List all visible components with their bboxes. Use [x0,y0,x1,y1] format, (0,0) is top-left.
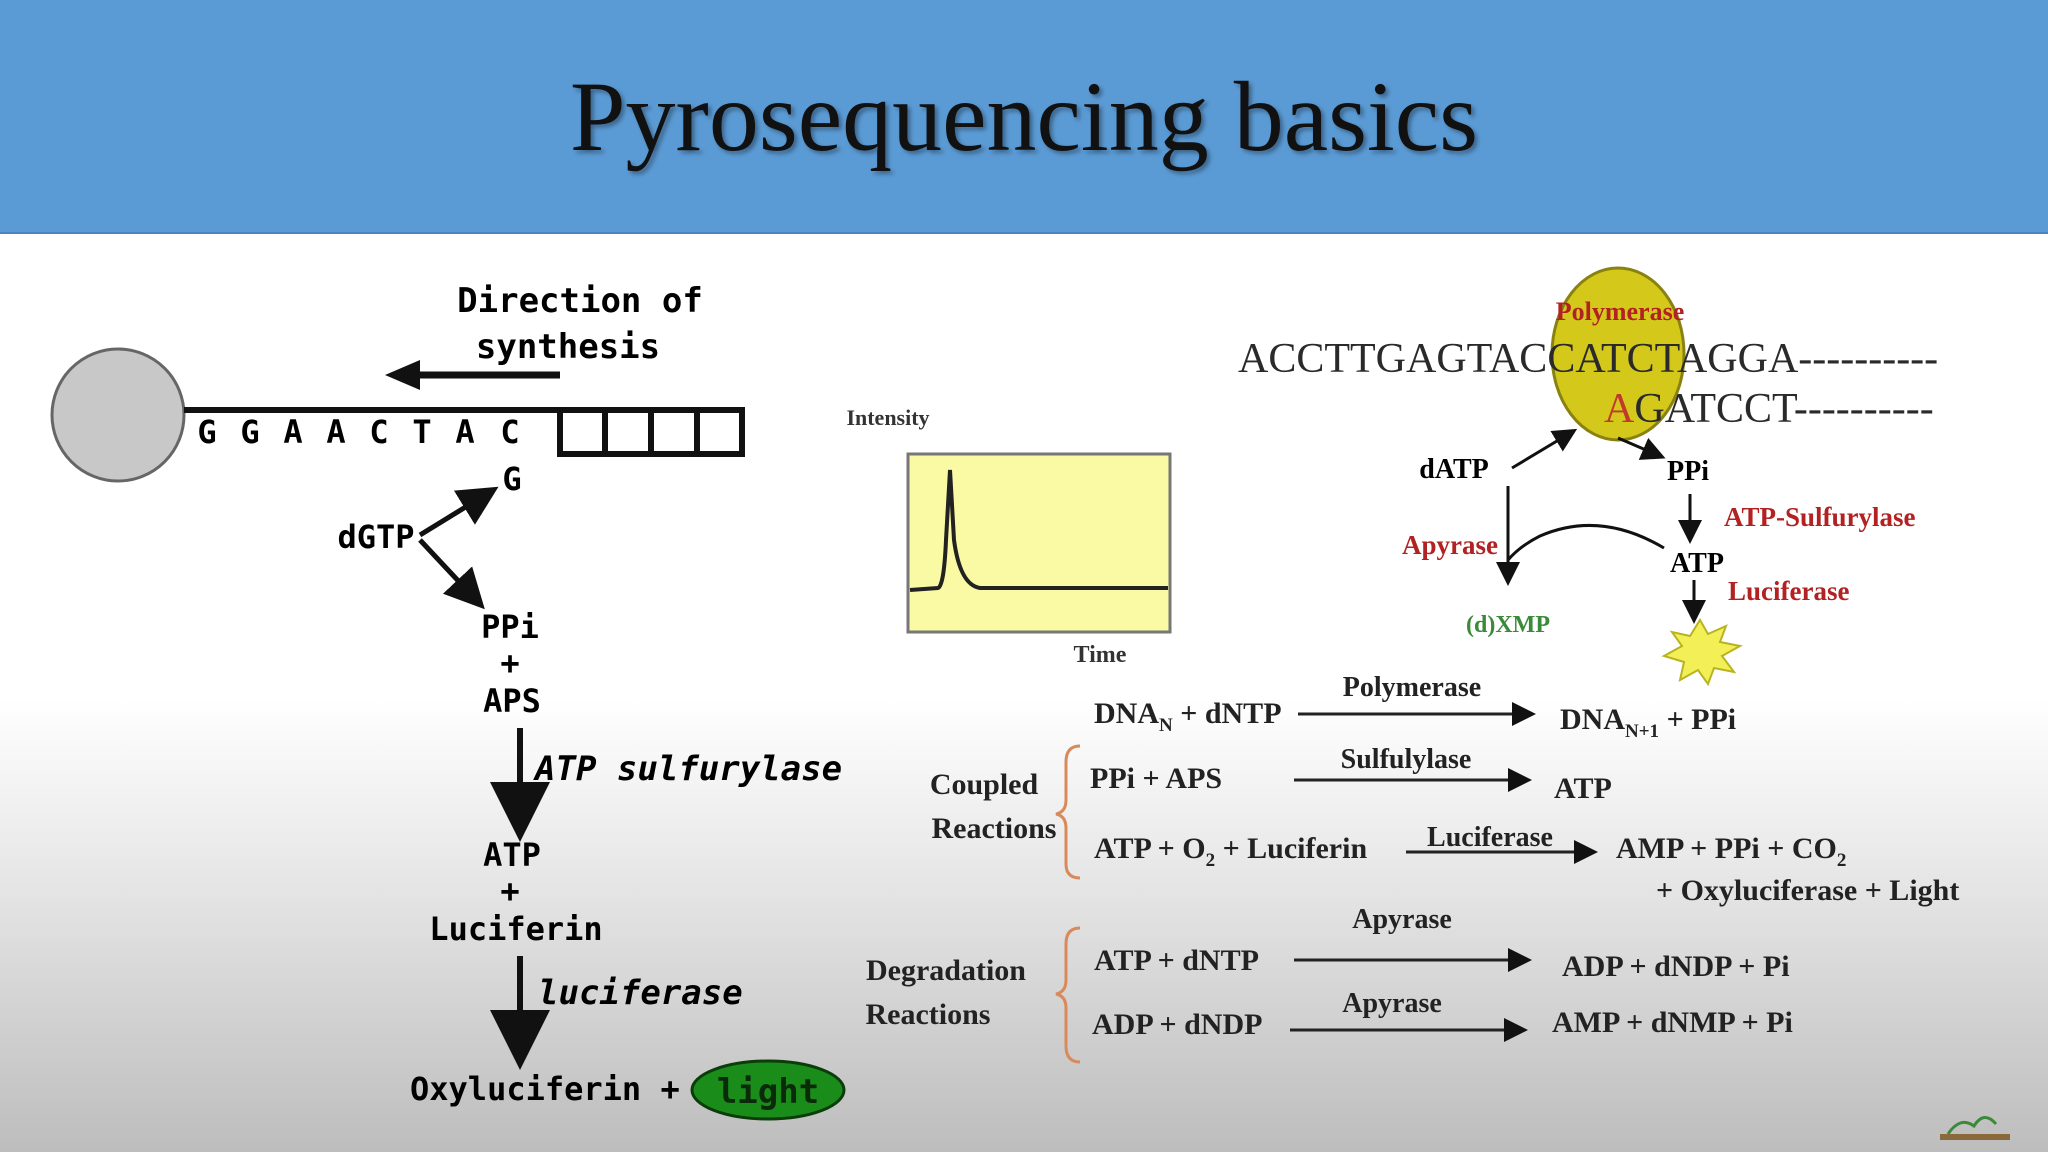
watermark-logo [1940,1116,2010,1140]
polymerase-label: Polymerase [1556,297,1685,326]
logo-leaf-icon [1946,1116,1998,1135]
template-sequence: ACCTTGAGTACCATCTAGGA---------- [1238,336,1938,382]
polymerase-to-ppi-arrow [1617,436,1666,460]
template-base: C [500,413,519,451]
coupled-label-line1: Coupled [930,768,1039,801]
polymerase-cycle: Polymerase ACCTTGAGTACCATCTAGGA---------… [1238,266,1938,687]
dgtp-label: dGTP [337,518,414,556]
light-burst-icon [1661,618,1743,687]
template-base: A [455,413,474,451]
atp-sulfurylase-label: ATP sulfurylase [533,749,842,789]
polymerase-ellipse [1550,266,1686,442]
incoming-base: G [502,460,521,498]
template-bases: G G A A C T A C [197,413,519,451]
r3-left: ATP + O2 + Luciferin [1094,832,1367,871]
dxmp-label: (d)XMP [1466,612,1550,638]
r3-enzyme: Luciferase [1427,822,1553,853]
direction-arrow-head [385,360,420,390]
aps-label: APS [483,682,541,720]
logo-base [1940,1134,2010,1140]
degradation-brace [1055,926,1081,1064]
seq-top-suffix: AGGA---------- [1677,336,1938,382]
r2-right: ATP [1554,772,1612,805]
luciferase-cycle-label: Luciferase [1728,576,1849,606]
degradation-label-line1: Degradation [866,954,1026,987]
left-panel: Direction of synthesis G G A A C T A C G… [50,281,846,1121]
r2-left: PPi + APS [1090,762,1222,795]
r5-right: AMP + dNMP + Pi [1552,1006,1793,1039]
degradation-label-line2: Reactions [866,998,991,1031]
direction-label-line2: synthesis [476,327,660,367]
dgtp-to-ppi-arrow [418,538,485,610]
ppi-label: PPi [481,608,539,646]
bead [50,347,186,483]
ppi-cycle-label: PPi [1667,456,1709,487]
pyrogram: Intensity Time [846,405,1172,668]
template-base: C [369,413,388,451]
atp-to-apyrase-curve [1506,523,1665,561]
seq-bottom-suffix: ATCCT---------- [1665,386,1934,432]
r1-left: DNAN + dNTP [1094,697,1282,736]
seq-bottom-prefix: A [1604,386,1635,432]
light-ellipse [690,1059,846,1121]
dgtp-to-g-arrow [418,486,499,538]
luciferin-label: Luciferin [429,910,602,948]
atp-sulfurylase-cycle-label: ATP-Sulfurylase [1724,502,1916,532]
template-base: A [326,413,345,451]
seq-top-highlight: CATCT [1547,336,1679,382]
plus-sign: + [500,872,519,910]
r3-right: AMP + PPi + CO2 [1616,832,1846,871]
r4-left: ATP + dNTP [1094,944,1259,977]
r1-right: DNAN+1 + PPi [1560,703,1736,742]
template-base: T [412,413,431,451]
apyrase-cycle-label: Apyrase [1402,530,1498,560]
slide-title: Pyrosequencing basics [569,60,1479,172]
primer-sequence: AGATCCT---------- [1604,386,1934,432]
pyrogram-peak-trace [909,469,1168,592]
r2-enzyme: Sulfulylase [1341,744,1472,775]
light-label: light [717,1072,819,1112]
template-base: A [283,413,302,451]
seq-bottom-highlight: G [1634,386,1664,432]
template-base: G [240,413,259,451]
plus-sign: + [500,644,519,682]
luciferase-label: luciferase [538,973,743,1013]
time-label: Time [1074,642,1127,668]
r5-left: ADP + dNDP [1092,1008,1262,1041]
title-bar: Pyrosequencing basics [0,0,2048,234]
atp-cycle-label: ATP [1670,548,1724,579]
direction-label-line1: Direction of [457,281,703,321]
r4-enzyme: Apyrase [1352,904,1452,935]
r5-enzyme: Apyrase [1342,988,1442,1019]
coupled-label-line2: Reactions [932,812,1057,845]
atp-label: ATP [483,836,541,874]
r1-enzyme: Polymerase [1343,672,1481,703]
reactions: DNAN + dNTP Polymerase DNAN+1 + PPi Coup… [866,672,1959,1064]
datp-label: dATP [1419,454,1489,485]
template-base: G [197,413,216,451]
intensity-label: Intensity [846,405,929,430]
coupled-brace [1055,744,1081,880]
empty-template-slots [557,407,745,457]
seq-top-prefix: ACCTTGAGTAC [1238,336,1547,382]
r4-right: ADP + dNDP + Pi [1562,950,1790,983]
r3-right-line2: + Oxyluciferase + Light [1656,874,1959,907]
oxyluciferin-label: Oxyluciferin + [410,1070,680,1108]
datp-to-polymerase-arrow [1511,428,1578,470]
